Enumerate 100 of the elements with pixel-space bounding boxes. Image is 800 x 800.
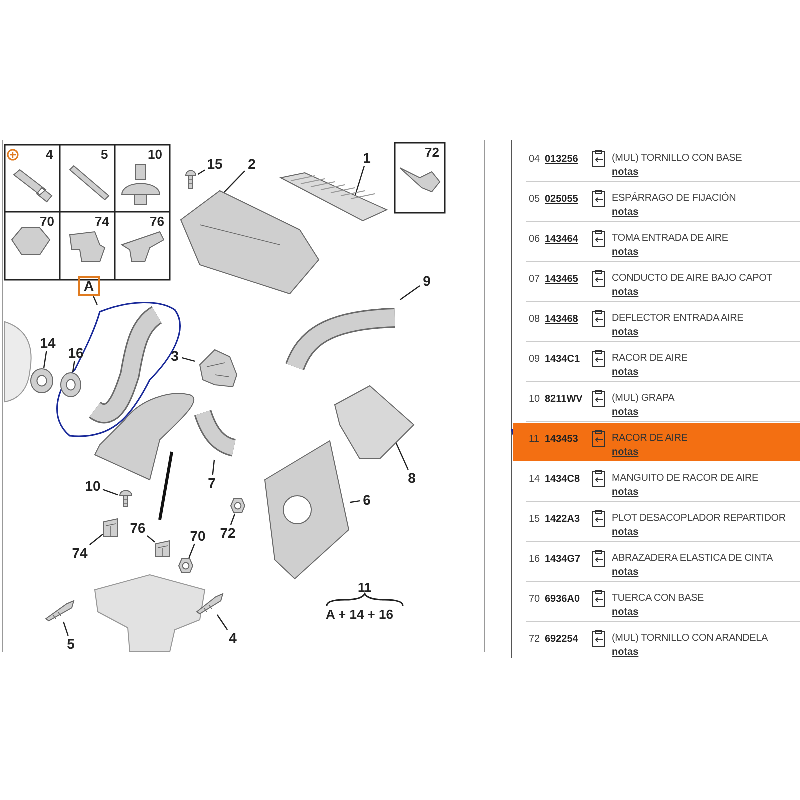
notes-link: notas <box>612 286 639 299</box>
nut-drawing <box>178 558 194 574</box>
leader-line <box>92 296 98 306</box>
callout-number: 70 <box>40 215 54 228</box>
leader-line <box>182 357 196 362</box>
callout-number: 5 <box>64 636 78 652</box>
notes-link: notas <box>612 526 639 539</box>
callout-letter: A <box>78 276 100 296</box>
notes-link: notas <box>612 646 639 659</box>
part-number: 143464 <box>545 233 578 246</box>
part-description: CONDUCTO DE AIRE BAJO CAPOT <box>612 272 773 285</box>
notes-link: notas <box>612 446 639 459</box>
callout-number: 8 <box>405 470 419 486</box>
notes-link: notas <box>612 606 639 619</box>
callout-number: 76 <box>128 520 148 536</box>
leader-line <box>198 170 206 176</box>
callout-number: 14 <box>38 335 58 351</box>
callout-number: 10 <box>83 478 103 494</box>
part-number: 143465 <box>545 273 578 286</box>
callout-number: 4 <box>46 148 54 161</box>
notes-link: notas <box>612 366 639 379</box>
part-number: 8211WV <box>545 393 583 406</box>
row-number: 09 <box>529 353 540 366</box>
part-number: 1422A3 <box>545 513 580 526</box>
part-description: (MUL) TORNILLO CON BASE <box>612 152 742 165</box>
leader-line <box>216 614 228 630</box>
leader-line <box>400 285 420 300</box>
row-number: 11 <box>529 433 540 446</box>
clip-drawing <box>103 518 119 538</box>
nut-drawing <box>230 498 246 514</box>
part-description: RACOR DE AIRE <box>612 352 688 365</box>
part-number: 1434C8 <box>545 473 580 486</box>
part-description: ABRAZADERA ELASTICA DE CINTA <box>612 552 773 565</box>
row-number: 05 <box>529 193 540 206</box>
air-box-drawing <box>180 190 320 295</box>
part-number: 143453 <box>545 433 578 446</box>
ring-drawing <box>30 368 54 394</box>
leader-line <box>188 544 196 558</box>
row-number: 08 <box>529 313 540 326</box>
leader-line <box>147 536 156 543</box>
notes-link: notas <box>612 406 639 419</box>
leader-line <box>102 489 118 496</box>
clip-drawing <box>155 540 171 558</box>
stud-drawing <box>45 600 75 622</box>
notes-link: notas <box>612 326 639 339</box>
callout-number: 2 <box>245 156 259 172</box>
clamp-drawing <box>60 372 82 398</box>
notes-link: notas <box>612 206 639 219</box>
callout-number: 76 <box>150 215 164 228</box>
callout-number: 74 <box>95 215 110 228</box>
leader-line <box>90 534 104 546</box>
leader-line <box>350 500 360 504</box>
part-description: (MUL) GRAPA <box>612 392 675 405</box>
part-description: PLOT DESACOPLADOR REPARTIDOR <box>612 512 786 525</box>
row-number: 70 <box>529 593 540 606</box>
callout-number: 6 <box>360 492 374 508</box>
callout-number: 70 <box>188 528 208 544</box>
row-number: 16 <box>529 553 540 566</box>
callout-number: 9 <box>420 273 434 289</box>
part-number: 6936A0 <box>545 593 580 606</box>
callout-number: 1 <box>360 150 374 166</box>
row-number: 72 <box>529 633 540 646</box>
row-number: 10 <box>529 393 540 406</box>
leader-line <box>72 360 76 372</box>
part-number: 1434C1 <box>545 353 580 366</box>
part-description: TOMA ENTRADA DE AIRE <box>612 232 728 245</box>
part-description: MANGUITO DE RACOR DE AIRE <box>612 472 759 485</box>
callout-number: 5 <box>101 148 108 161</box>
callout-number: 11 <box>358 581 372 594</box>
part-number: 692254 <box>545 633 578 646</box>
row-number: 04 <box>529 153 540 166</box>
callout-number: 72 <box>425 146 440 159</box>
clip-drawing <box>118 488 134 508</box>
callout-number: 72 <box>218 525 238 541</box>
leader-line <box>63 622 69 636</box>
assembly-formula: A + 14 + 16 <box>326 608 394 621</box>
row-number: 07 <box>529 273 540 286</box>
leader-line <box>212 460 216 476</box>
leader-line <box>43 350 48 368</box>
row-number: 06 <box>529 233 540 246</box>
notes-link: notas <box>612 486 639 499</box>
part-number: 1434G7 <box>545 553 581 566</box>
bolt-drawing <box>196 593 224 615</box>
callout-number: 4 <box>226 630 240 646</box>
part-description: (MUL) TORNILLO CON ARANDELA <box>612 632 768 645</box>
pin-drawing <box>184 168 198 190</box>
part-description: TUERCA CON BASE <box>612 592 704 605</box>
callout-number: 3 <box>168 348 182 364</box>
callout-number: 16 <box>66 345 86 361</box>
part-number: 013256 <box>545 153 578 166</box>
callout-number: 15 <box>205 156 225 172</box>
callout-number: 74 <box>70 545 90 561</box>
part-description: DEFLECTOR ENTRADA AIRE <box>612 312 744 325</box>
row-number: 15 <box>529 513 540 526</box>
notes-link: notas <box>612 166 639 179</box>
part-number: 143468 <box>545 313 578 326</box>
notes-link: notas <box>612 246 639 259</box>
callout-number: 10 <box>148 148 162 161</box>
air-filter-drawing <box>280 172 388 222</box>
part-description: RACOR DE AIRE <box>612 432 688 445</box>
